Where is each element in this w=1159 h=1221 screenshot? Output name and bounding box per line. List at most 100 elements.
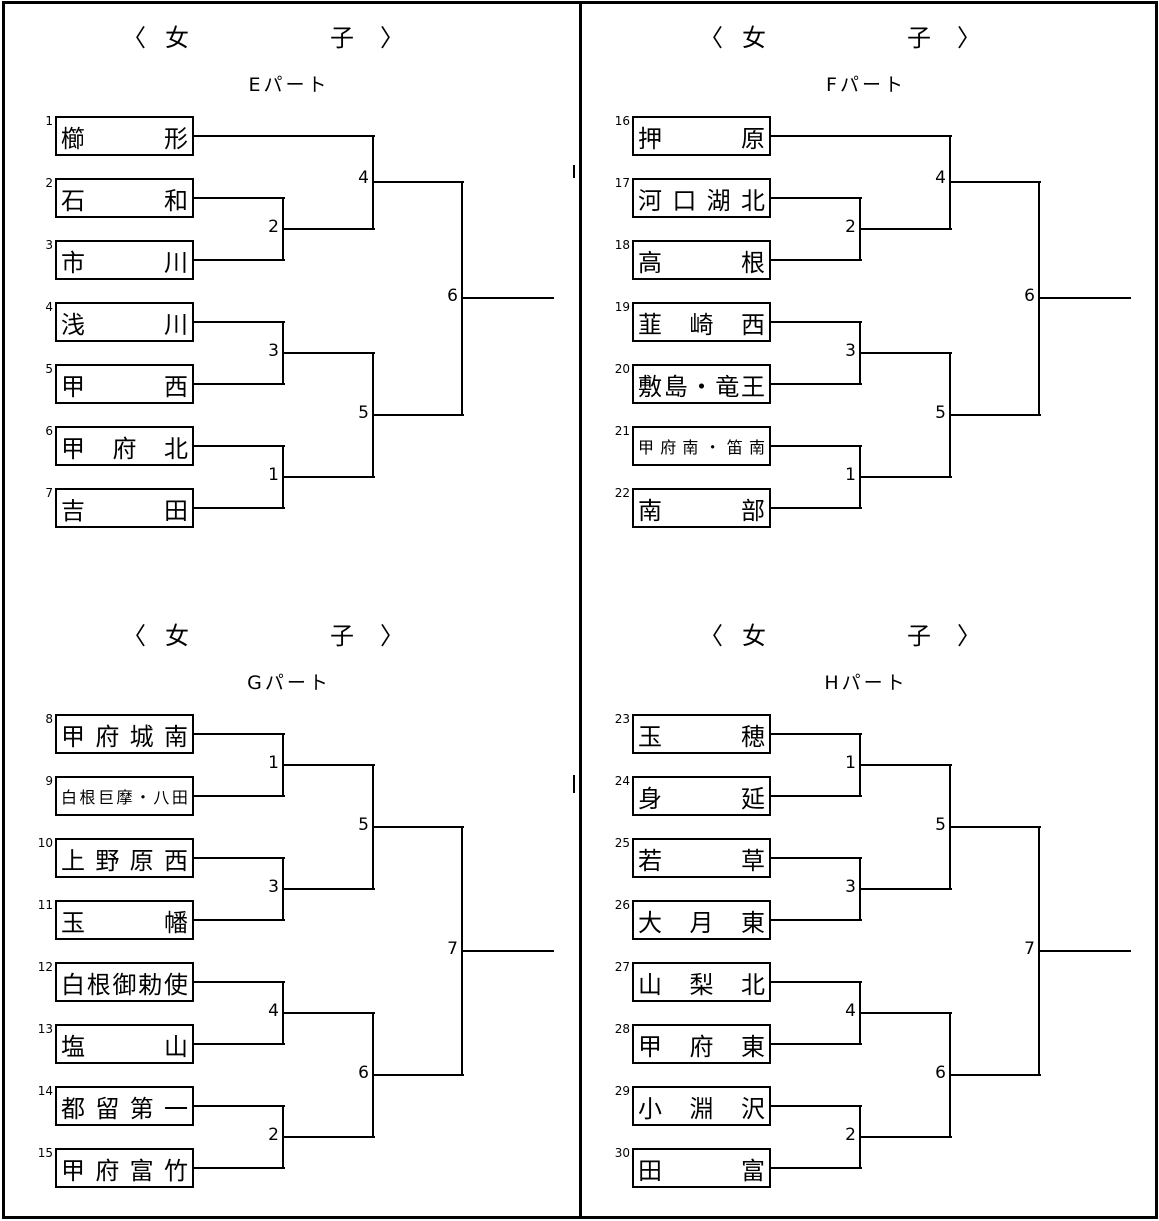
team-name-char: 野: [95, 846, 120, 875]
bracket-line: [194, 1105, 285, 1107]
bracket-line: [771, 919, 862, 921]
section-heading: 〈女子〉: [0, 18, 578, 52]
bracket-line: [771, 507, 862, 509]
team-name-char: 西: [741, 310, 765, 339]
match-number: 6: [358, 1063, 369, 1083]
team-name-char: 留: [95, 1094, 120, 1123]
part-label: Hパート: [824, 672, 908, 694]
team-box[interactable]: 若草: [632, 838, 771, 878]
team-name-char: 若: [638, 846, 662, 875]
team-box[interactable]: 南部: [632, 488, 771, 528]
heading-char: 子: [330, 622, 354, 650]
team-name-char: 竹: [163, 1156, 188, 1185]
team-name-char: 延: [741, 784, 765, 813]
team-box[interactable]: 甲府南・笛南: [632, 426, 771, 466]
team-box[interactable]: 韮崎西: [632, 302, 771, 342]
team-box[interactable]: 吉田: [55, 488, 194, 528]
team-box[interactable]: 甲府富竹: [55, 1148, 194, 1188]
section-heading: 〈女子〉: [577, 18, 1155, 52]
team-name-char: 笛: [726, 438, 743, 457]
team-box[interactable]: 塩山: [55, 1024, 194, 1064]
team-name-char: 第: [129, 1094, 154, 1123]
heading-bracket-close: 〉: [957, 622, 981, 650]
bracket-line: [771, 981, 862, 983]
bracket-line: [771, 321, 862, 323]
part-label: Gパート: [247, 672, 331, 694]
team-box[interactable]: 浅川: [55, 302, 194, 342]
team-box[interactable]: 押原: [632, 116, 771, 156]
team-name-char: 甲: [638, 1032, 662, 1061]
team-box[interactable]: 敷島・竜王: [632, 364, 771, 404]
heading-char: 子: [907, 24, 931, 52]
bracket-line: [771, 197, 862, 199]
seed-number: 25: [614, 836, 630, 850]
heading-char: 女: [742, 24, 766, 52]
team-name-char: 吉: [61, 496, 85, 525]
team-box[interactable]: 田富: [632, 1148, 771, 1188]
team-name-char: 和: [164, 186, 188, 215]
seed-number: 23: [614, 712, 630, 726]
team-name-char: 摩: [116, 788, 133, 807]
team-box[interactable]: 市川: [55, 240, 194, 280]
team-box[interactable]: 玉幡: [55, 900, 194, 940]
team-name-char: 玉: [638, 722, 662, 751]
team-box[interactable]: 甲府城南: [55, 714, 194, 754]
heading-char: 子: [907, 622, 931, 650]
team-name-char: 身: [638, 784, 662, 813]
team-name-char: 島: [663, 372, 688, 401]
team-box[interactable]: 櫛形: [55, 116, 194, 156]
team-name-char: 北: [164, 434, 188, 463]
heading-bracket-open: 〈: [122, 24, 146, 52]
bracket-line: [194, 733, 285, 735]
team-name-char: 府: [689, 1032, 714, 1061]
heading-bracket-close: 〉: [957, 24, 981, 52]
seed-number: 27: [614, 960, 630, 974]
section-heading: 〈女 子〉: [577, 616, 1155, 650]
team-name-char: 八: [153, 788, 170, 807]
heading-bracket-open: 〈: [122, 622, 146, 650]
team-name-char: 西: [163, 846, 188, 875]
match-number: 5: [935, 403, 946, 423]
team-box[interactable]: 山梨北: [632, 962, 771, 1002]
bracket-line: [771, 1167, 862, 1169]
team-name-char: 南: [682, 438, 699, 457]
team-name-char: 王: [741, 372, 765, 401]
heading-char: 女: [742, 622, 766, 650]
team-box[interactable]: 甲西: [55, 364, 194, 404]
team-box[interactable]: 河口湖北: [632, 178, 771, 218]
bracket-line: [771, 445, 862, 447]
team-box[interactable]: 石和: [55, 178, 194, 218]
team-name-char: 根: [79, 788, 96, 807]
team-box[interactable]: 白根巨摩・八田: [55, 776, 194, 816]
match-number: 4: [358, 167, 369, 188]
team-name-char: 浅: [61, 310, 85, 339]
seed-number: 19: [614, 300, 630, 314]
team-box[interactable]: 甲府東: [632, 1024, 771, 1064]
team-box[interactable]: 都留第一: [55, 1086, 194, 1126]
team-box[interactable]: 小淵沢: [632, 1086, 771, 1126]
bracket-line: [950, 826, 1041, 828]
team-name-char: 巨: [97, 788, 114, 807]
team-box[interactable]: 白根御勅使: [55, 962, 194, 1002]
bracket-line: [283, 476, 375, 478]
bracket-line: [860, 888, 952, 890]
seed-number: 12: [37, 960, 53, 974]
team-name-char: 南: [748, 438, 765, 457]
team-box[interactable]: 甲府北: [55, 426, 194, 466]
section-heading: 〈女子〉: [0, 616, 578, 650]
seed-number: 14: [37, 1084, 53, 1098]
team-box[interactable]: 大月東: [632, 900, 771, 940]
seed-number: 11: [37, 898, 53, 912]
seed-number: 21: [614, 424, 630, 438]
team-name-char: 白: [61, 970, 85, 999]
team-name-char: 勅: [138, 970, 163, 999]
team-name-char: 原: [129, 846, 154, 875]
team-box[interactable]: 身延: [632, 776, 771, 816]
team-name-char: 形: [164, 124, 188, 153]
team-box[interactable]: 高根: [632, 240, 771, 280]
team-box[interactable]: 上野原西: [55, 838, 194, 878]
team-box[interactable]: 玉穂: [632, 714, 771, 754]
bracket-line: [462, 950, 554, 952]
team-name-char: 府: [95, 722, 120, 751]
heading-bracket-open: 〈: [699, 622, 723, 650]
